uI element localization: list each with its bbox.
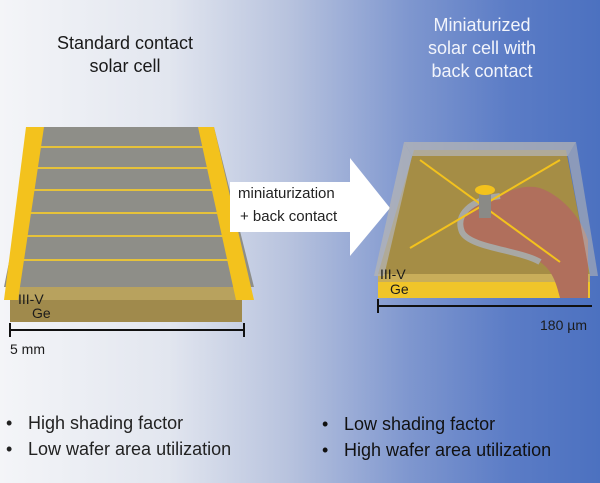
isolation-trench xyxy=(457,193,542,265)
left-iiiv-layer xyxy=(10,287,242,300)
left-bullet-2: Low wafer area utilization xyxy=(28,439,232,459)
arrow-text-line-1: miniaturization xyxy=(238,185,335,202)
glass-frame-back xyxy=(404,142,576,156)
standard-cell xyxy=(4,127,254,337)
left-layer-ge-label: Ge xyxy=(32,305,51,321)
arrow-text-line-2: + back contact xyxy=(240,208,338,225)
glass-frame-left xyxy=(374,142,412,276)
list-item: • High shading factor xyxy=(6,410,231,436)
list-item: • Low shading factor xyxy=(322,411,551,437)
right-scale-bar xyxy=(377,299,592,313)
via-pillar xyxy=(479,192,491,218)
back-contact-region xyxy=(460,186,588,298)
left-title-line-2: solar cell xyxy=(89,56,161,76)
right-scale-label: 180 µm xyxy=(540,317,587,333)
bullet-dot: • xyxy=(322,440,329,460)
right-layer-iiiv-label: III-V xyxy=(380,266,406,282)
left-busbar-left xyxy=(4,127,44,300)
bullet-dot: • xyxy=(6,439,13,459)
left-title: Standard contact solar cell xyxy=(20,32,230,78)
right-layer-ge-label: Ge xyxy=(390,281,409,297)
right-iiiv-layer xyxy=(378,274,590,282)
left-grid-fingers xyxy=(10,146,243,261)
right-title-line-1: Miniaturized xyxy=(433,15,531,35)
left-bullet-1: High shading factor xyxy=(28,413,184,433)
list-item: • High wafer area utilization xyxy=(322,437,551,463)
bullet-dot: • xyxy=(322,414,329,434)
right-title-line-3: back contact xyxy=(431,61,533,81)
central-contact xyxy=(475,185,495,195)
right-title-line-2: solar cell with xyxy=(427,38,537,58)
right-ge-layer xyxy=(378,282,590,298)
miniaturized-cell xyxy=(374,142,598,313)
right-bullet-list: • Low shading factor • High wafer area u… xyxy=(322,411,551,463)
glass-frame-right xyxy=(568,142,598,276)
right-bullet-2: High wafer area utilization xyxy=(344,440,552,460)
left-title-line-1: Standard contact xyxy=(56,33,194,53)
right-title: Miniaturized solar cell with back contac… xyxy=(382,14,582,83)
miniaturization-arrow xyxy=(230,158,390,256)
list-item: • Low wafer area utilization xyxy=(6,436,231,462)
left-scale-label: 5 mm xyxy=(10,341,45,357)
left-layer-iiiv-label: III-V xyxy=(18,291,44,307)
left-bullet-list: • High shading factor • Low wafer area u… xyxy=(6,410,231,462)
left-scale-bar xyxy=(9,323,245,337)
left-busbar-right xyxy=(198,127,254,300)
right-bullet-1: Low shading factor xyxy=(344,414,496,434)
left-ge-layer xyxy=(10,300,242,322)
bullet-dot: • xyxy=(6,413,13,433)
